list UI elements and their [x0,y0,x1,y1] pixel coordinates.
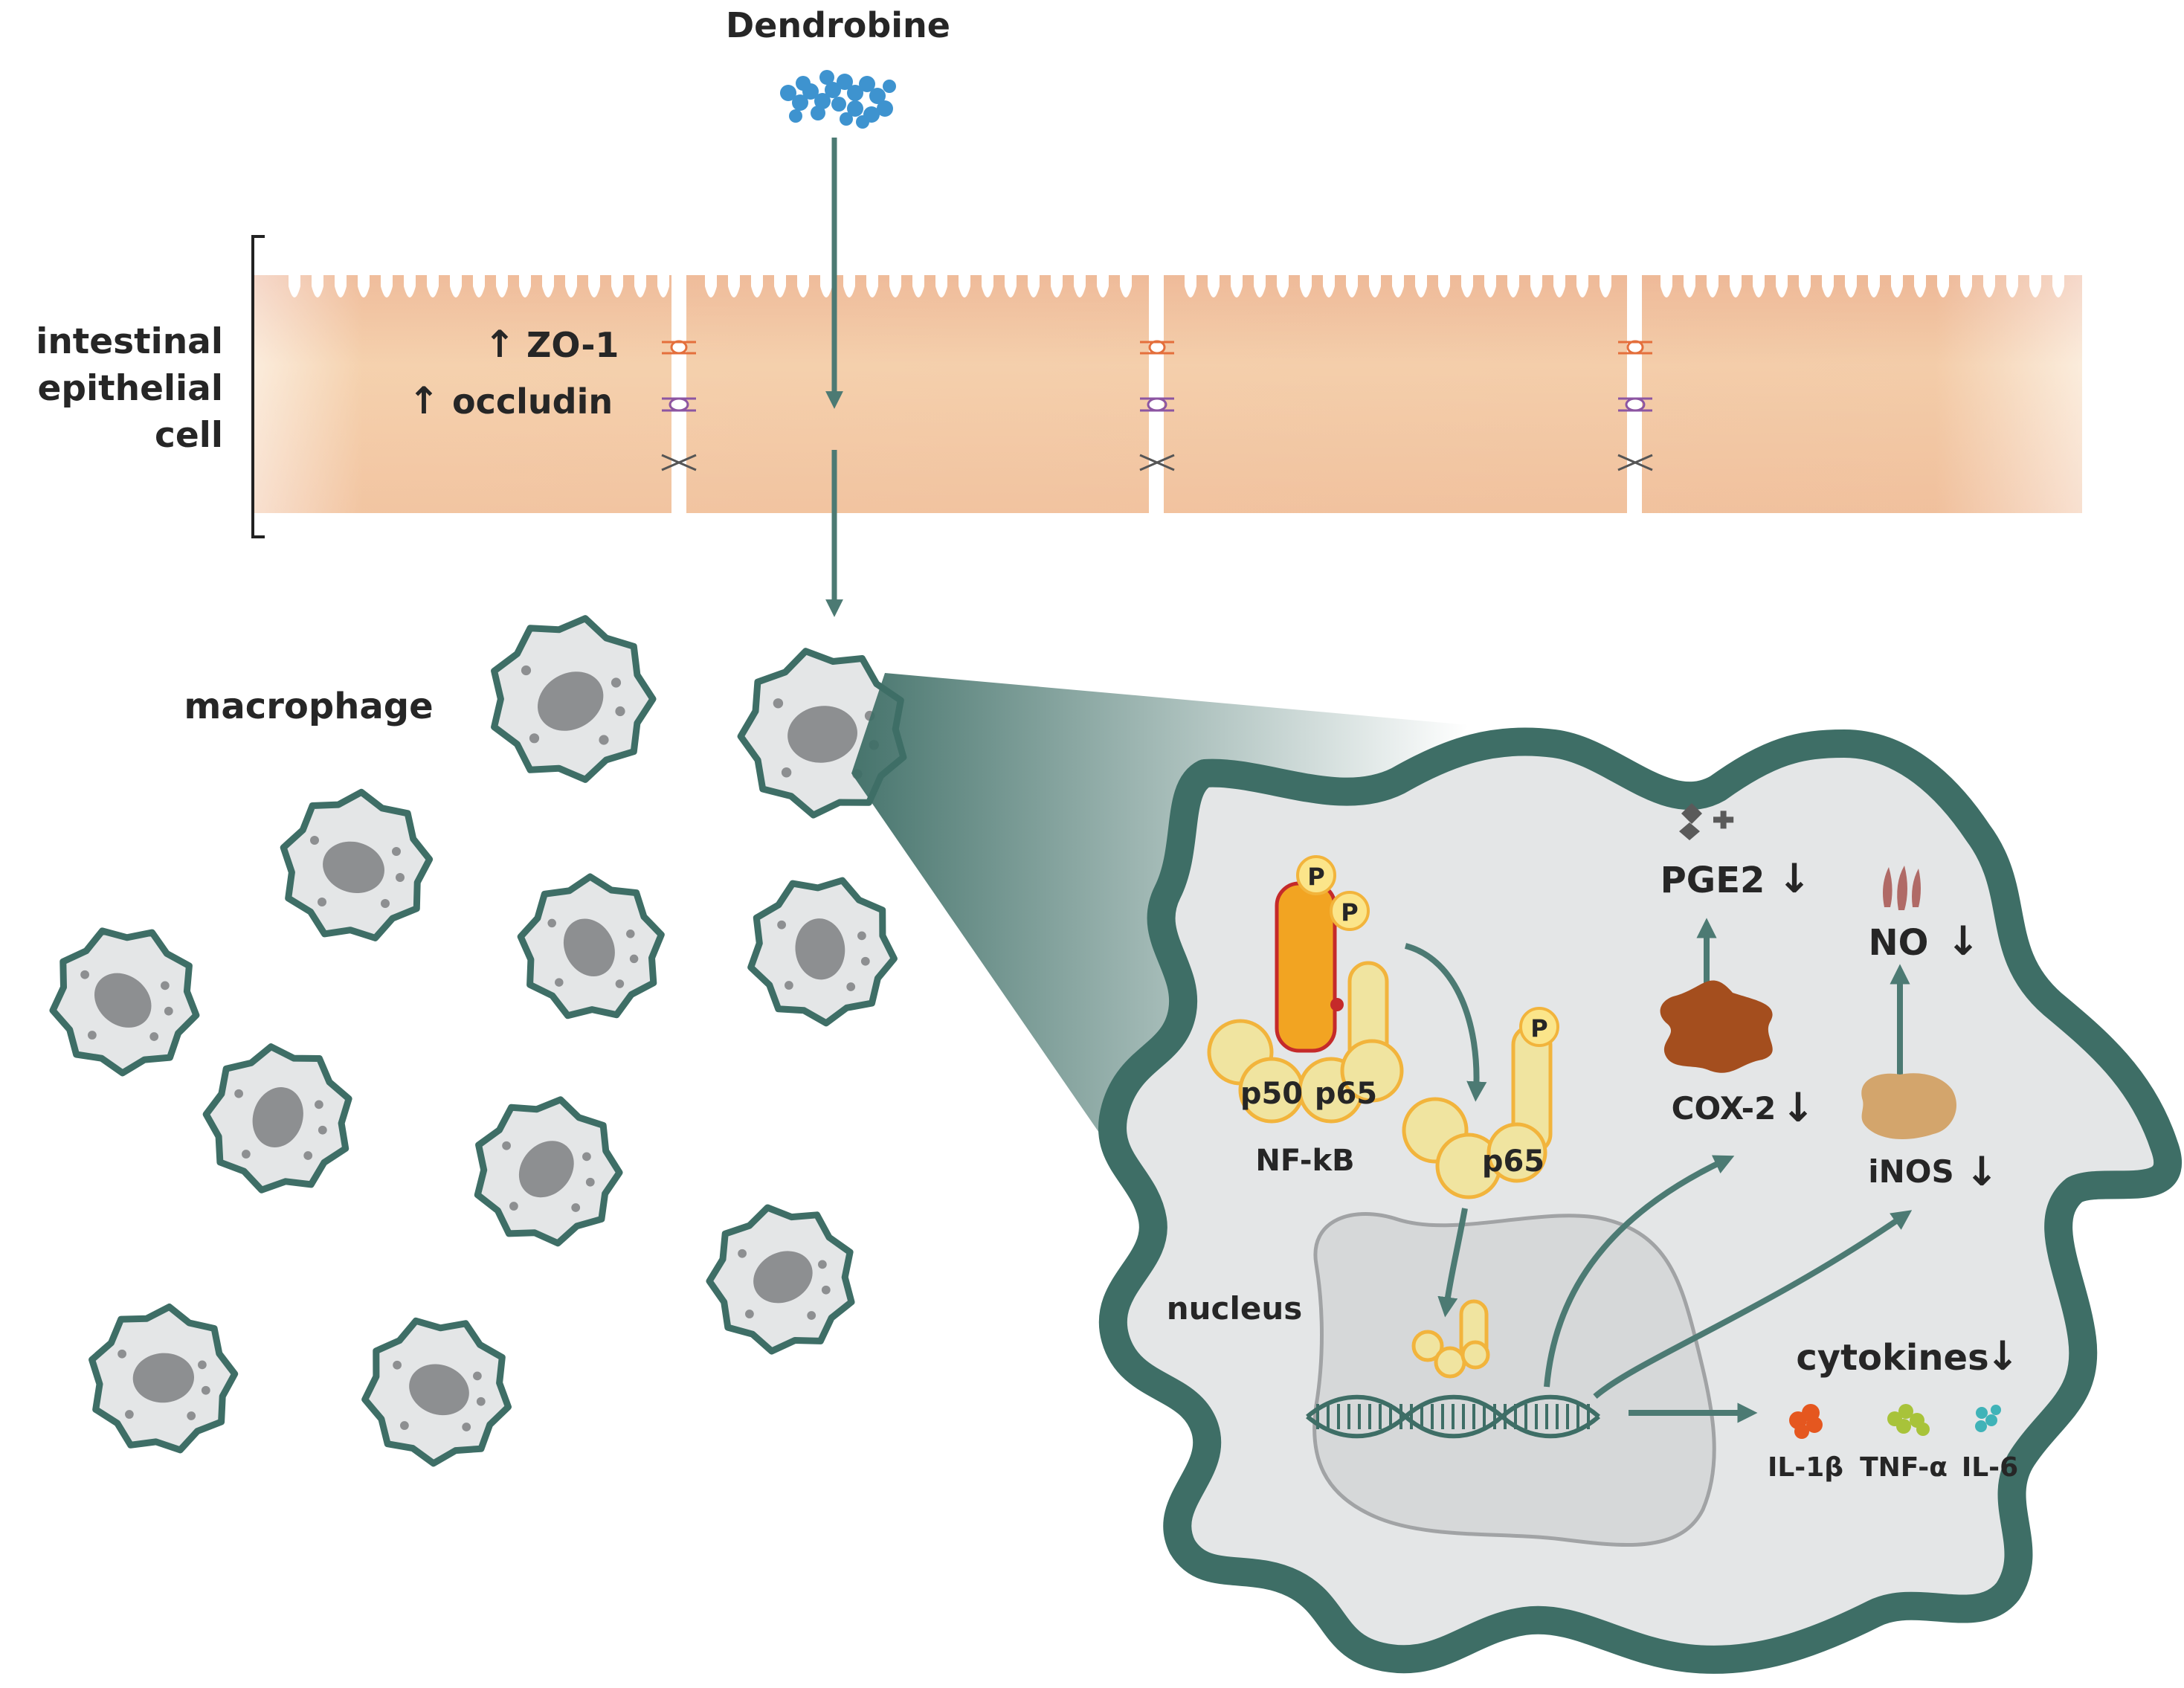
epithelium-bracket [251,235,265,538]
macrophage-cell [474,1096,623,1247]
ikb-protein [1275,881,1337,1053]
p50-label: p50 [1240,1077,1303,1111]
pge2-icon [1679,803,1734,840]
no-label: NO [1869,922,1929,964]
zo1-label: ZO-1 [526,325,619,365]
tnfa-label: TNF-α [1860,1452,1948,1483]
macrophage-label: macrophage [184,686,433,727]
arrow-dna-to-inos [1593,1210,1913,1399]
intestinal-epithelium [251,235,2082,547]
phospho-badge-2 [1330,891,1370,931]
nuclear-p65 [1411,1299,1490,1379]
epithelium-label: intestinal epithelial cell [36,321,223,456]
no-down-arrow: ↓ [1946,918,1980,964]
il6-label: IL-6 [1962,1452,2018,1483]
macrophage-cell [517,873,665,1019]
nucleus [1312,1212,1716,1547]
occludin-up-arrow: ↑ [408,379,439,422]
inos-icon [1861,1073,1956,1139]
arrow-release-p65 [1404,943,1487,1102]
macrophage-population [49,615,907,1467]
arrow-p65-to-nucleus [1437,1208,1468,1318]
tight-junctions [661,340,1653,471]
phospho-badge-3 [1519,1007,1559,1047]
pge2-down-arrow: ↓ [1777,855,1811,902]
arrow-dna-to-cox2 [1544,1155,1735,1388]
cytokines-down-arrow: ↓ [1985,1333,2019,1379]
il1b-label: IL-1β [1768,1452,1843,1483]
cox2-icon [1660,980,1773,1073]
inos-label: iNOS [1868,1153,1954,1190]
zo1-up-arrow: ↑ [484,323,515,366]
zo1-marker: ↑ ZO-1 [484,323,619,366]
cytokines-label: cytokines [1796,1337,1988,1379]
macrophage-cell [706,1204,855,1355]
inos-down-arrow: ↓ [1965,1148,1998,1195]
phospho-label-1: P [1307,863,1324,891]
compound-label: Dendrobine [726,5,950,45]
epithelium-label-line2: epithelial [38,368,223,409]
macrophage-cell [280,788,434,941]
macrophage-cell [202,1043,352,1193]
p65-label: p65 [1315,1077,1377,1111]
phospho-label-2: P [1341,898,1358,927]
epithelium-label-line1: intestinal [36,321,223,362]
inset-macrophage: nucleus P P p50 p65 NF-kB [1098,727,2183,1674]
nucleus-label: nucleus [1167,1290,1302,1327]
il1b-icon [1789,1404,1823,1439]
macrophage-cell [49,927,200,1077]
macrophage-cell [88,1304,239,1454]
occludin-marker: ↑ occludin [408,379,613,422]
nfkb-label: NF-kB [1255,1144,1354,1178]
macrophage-cell [361,1317,512,1467]
phospho-label-3: P [1530,1014,1547,1043]
occludin-label: occludin [452,381,613,422]
nfkb-complex: P P p50 p65 NF-kB [1207,855,1404,1178]
no-icon [1883,866,1921,910]
tnfa-icon [1887,1404,1930,1436]
dendrobine-molecule-icon [780,70,896,129]
free-p65: P p65 [1402,1007,1559,1199]
phospho-badge-1 [1296,855,1336,895]
epithelium-label-line3: cell [155,415,223,456]
pge2-label: PGE2 [1660,860,1765,901]
free-p65-label: p65 [1482,1144,1544,1179]
il6-icon [1975,1405,2001,1432]
macrophage-cell [491,615,657,783]
cox2-label: COX-2 [1672,1090,1776,1127]
macrophage-cell [747,877,898,1027]
cox2-down-arrow: ↓ [1781,1084,1814,1131]
dna-helix-icon [1306,1394,1600,1439]
